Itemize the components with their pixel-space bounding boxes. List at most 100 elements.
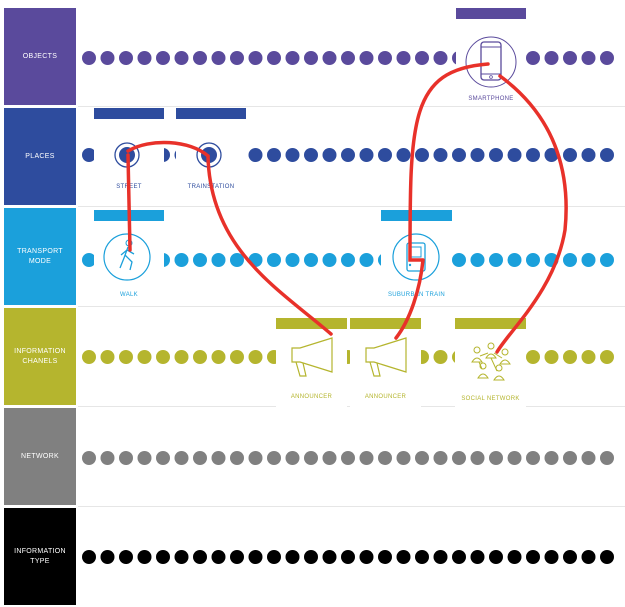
dot-type: [378, 550, 392, 564]
dot-network: [267, 451, 281, 465]
dot-objects: [341, 51, 355, 65]
dot-objects: [119, 51, 133, 65]
dot-places: [82, 148, 96, 162]
dot-places: [470, 148, 485, 162]
dot-objects: [322, 51, 337, 65]
dot-transport: [341, 253, 355, 267]
dot-type: [433, 550, 448, 564]
people-icon: [471, 342, 511, 381]
dot-type: [174, 550, 189, 564]
dot-places: [304, 148, 318, 162]
connection-train-announcer: [394, 258, 425, 340]
dot-type: [156, 550, 170, 564]
dot-objects: [526, 51, 540, 65]
dot-network: [452, 451, 466, 465]
dot-type: [600, 550, 614, 564]
dot-places: [322, 148, 337, 162]
dot-transport: [600, 253, 614, 267]
megaphone-icon: [291, 337, 333, 377]
dot-type: [211, 550, 226, 564]
dot-places: [415, 148, 429, 162]
dot-network: [82, 451, 96, 465]
dot-network: [119, 451, 133, 465]
smartphone-icon: [465, 36, 517, 88]
dot-transport: [563, 253, 577, 267]
dot-objects: [600, 51, 614, 65]
dot-network: [507, 451, 522, 465]
node-announcer-2[interactable]: ANNOUNCER: [350, 318, 421, 414]
dot-network: [211, 451, 226, 465]
row-label-information-type: INFORMATION TYPE: [4, 508, 76, 605]
dot-network: [156, 451, 170, 465]
dot-transport: [489, 253, 503, 267]
dot-channels: [211, 350, 226, 364]
node-announcer-1[interactable]: ANNOUNCER: [276, 318, 347, 414]
dot-channels: [119, 350, 133, 364]
dot-objects: [378, 51, 392, 65]
node-label: WALK: [120, 292, 138, 298]
dot-objects: [304, 51, 318, 65]
node-header-bar: [456, 8, 526, 19]
dot-type: [526, 550, 540, 564]
node-header-bar: [455, 318, 526, 329]
dot-type: [119, 550, 133, 564]
dot-places: [341, 148, 355, 162]
dot-objects: [248, 51, 263, 65]
dot-network: [433, 451, 448, 465]
dot-type: [285, 550, 300, 564]
dot-objects: [100, 51, 115, 65]
node-header-bar: [350, 318, 421, 329]
dot-network: [415, 451, 429, 465]
dot-network: [489, 451, 503, 465]
node-header-bar: [176, 108, 246, 119]
dot-places: [526, 148, 540, 162]
dot-places: [563, 148, 577, 162]
dot-channels: [193, 350, 207, 364]
dot-objects: [563, 51, 577, 65]
dot-objects: [285, 51, 300, 65]
dot-transport: [193, 253, 207, 267]
dot-type: [304, 550, 318, 564]
connection-trainstation-announcer: [206, 154, 333, 336]
dot-channels: [156, 350, 170, 364]
dot-network: [581, 451, 596, 465]
dot-network: [470, 451, 485, 465]
dot-channels: [544, 350, 559, 364]
node-header-bar: [276, 318, 347, 329]
dot-places: [396, 148, 411, 162]
dot-network: [230, 451, 244, 465]
dot-transport: [285, 253, 300, 267]
dot-transport: [304, 253, 318, 267]
node-social-network[interactable]: SOCIAL NETWORK: [455, 318, 526, 414]
dot-objects: [581, 51, 596, 65]
dot-transport: [452, 253, 466, 267]
dot-channels: [526, 350, 540, 364]
dot-transport: [359, 253, 374, 267]
dot-objects: [396, 51, 411, 65]
dot-type: [489, 550, 503, 564]
dot-type: [248, 550, 263, 564]
dot-network: [248, 451, 263, 465]
dot-type: [322, 550, 337, 564]
dot-objects: [193, 51, 207, 65]
dot-places: [433, 148, 448, 162]
dot-places: [452, 148, 466, 162]
dot-transport: [470, 253, 485, 267]
dot-type: [193, 550, 207, 564]
dot-channels: [433, 350, 448, 364]
node-label: ANNOUNCER: [290, 394, 333, 400]
dot-network: [137, 451, 152, 465]
dot-network: [600, 451, 614, 465]
dot-objects: [415, 51, 429, 65]
dot-places: [507, 148, 522, 162]
dot-objects: [433, 51, 448, 65]
row-label-network: NETWORK: [4, 408, 76, 505]
connection-smartphone-train: [408, 62, 490, 262]
dot-type: [581, 550, 596, 564]
dot-transport: [507, 253, 522, 267]
dot-places: [581, 148, 596, 162]
dot-type: [563, 550, 577, 564]
dot-transport: [322, 253, 337, 267]
dot-type: [341, 550, 355, 564]
dot-objects: [156, 51, 170, 65]
